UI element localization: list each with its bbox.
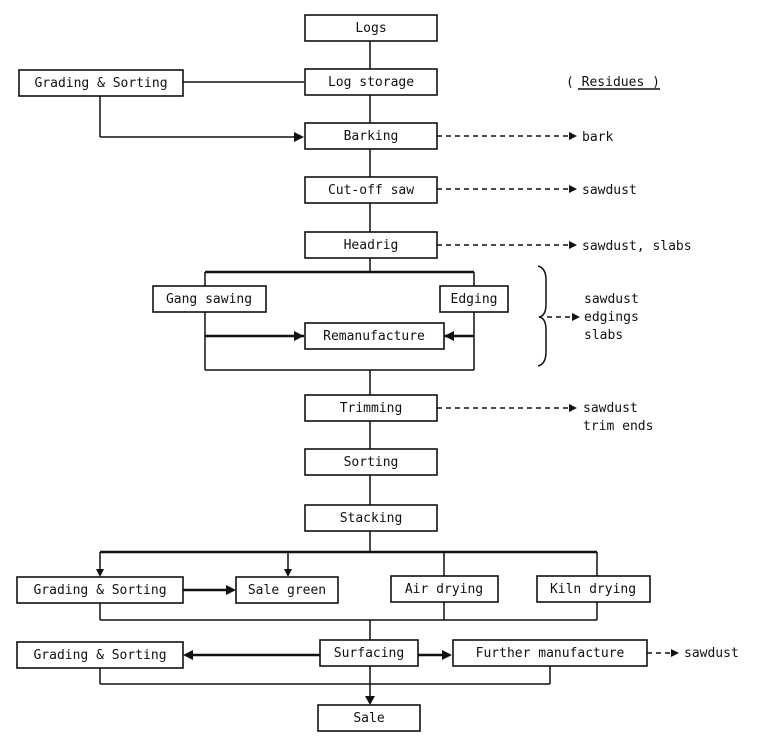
- node-stacking-label: Stacking: [340, 511, 403, 526]
- node-surfacing-label: Surfacing: [334, 646, 404, 661]
- node-logs-label: Logs: [355, 21, 386, 36]
- node-sale: Sale: [317, 704, 421, 732]
- node-grading-sorting-3: Grading & Sorting: [16, 641, 184, 669]
- node-log-storage: Log storage: [304, 68, 438, 96]
- node-further-manufacture-label: Further manufacture: [476, 646, 625, 661]
- node-grading-sorting-1: Grading & Sorting: [18, 69, 184, 97]
- node-kiln-drying-label: Kiln drying: [550, 582, 636, 597]
- node-sorting-label: Sorting: [344, 455, 399, 470]
- node-kiln-drying: Kiln drying: [536, 575, 651, 603]
- node-barking-label: Barking: [344, 129, 399, 144]
- node-barking: Barking: [304, 122, 438, 150]
- residue-cutoff: sawdust: [582, 183, 637, 198]
- residue-group-sawdust: sawdust: [584, 292, 639, 307]
- residue-trimming-sawdust: sawdust: [583, 401, 638, 416]
- node-surfacing: Surfacing: [319, 639, 419, 667]
- node-sorting: Sorting: [304, 448, 438, 476]
- node-logs: Logs: [304, 14, 438, 42]
- node-stacking: Stacking: [304, 504, 438, 532]
- residues-header: ( Residues ): [566, 75, 660, 90]
- node-sale-green: Sale green: [235, 576, 339, 604]
- node-headrig-label: Headrig: [344, 238, 399, 253]
- node-grading-sorting-2: Grading & Sorting: [16, 576, 184, 604]
- node-headrig: Headrig: [304, 231, 438, 259]
- residue-trimming-trim-ends: trim ends: [583, 419, 653, 434]
- node-remanufacture-label: Remanufacture: [323, 329, 425, 344]
- node-remanufacture: Remanufacture: [304, 322, 445, 350]
- node-grading-sorting-2-label: Grading & Sorting: [33, 583, 166, 598]
- residue-further: sawdust: [684, 646, 739, 661]
- node-sale-green-label: Sale green: [248, 583, 326, 598]
- node-gang-sawing-label: Gang sawing: [166, 292, 252, 307]
- residue-group-edgings: edgings: [584, 310, 639, 325]
- node-edging-label: Edging: [451, 292, 498, 307]
- node-cutoff-saw-label: Cut-off saw: [328, 183, 414, 198]
- node-log-storage-label: Log storage: [328, 75, 414, 90]
- node-cutoff-saw: Cut-off saw: [304, 176, 438, 204]
- node-further-manufacture: Further manufacture: [452, 639, 648, 667]
- node-trimming: Trimming: [304, 394, 438, 422]
- arrowheads: [96, 132, 679, 705]
- node-gang-sawing: Gang sawing: [152, 285, 267, 313]
- residue-group-slabs: slabs: [584, 328, 623, 343]
- node-air-drying-label: Air drying: [405, 582, 483, 597]
- node-grading-sorting-1-label: Grading & Sorting: [34, 76, 167, 91]
- node-grading-sorting-3-label: Grading & Sorting: [33, 648, 166, 663]
- node-sale-label: Sale: [353, 711, 384, 726]
- residue-barking: bark: [582, 130, 613, 145]
- residue-headrig: sawdust, slabs: [582, 239, 692, 254]
- node-trimming-label: Trimming: [340, 401, 403, 416]
- node-edging: Edging: [439, 285, 509, 313]
- connectors: [99, 41, 672, 697]
- node-air-drying: Air drying: [390, 575, 499, 603]
